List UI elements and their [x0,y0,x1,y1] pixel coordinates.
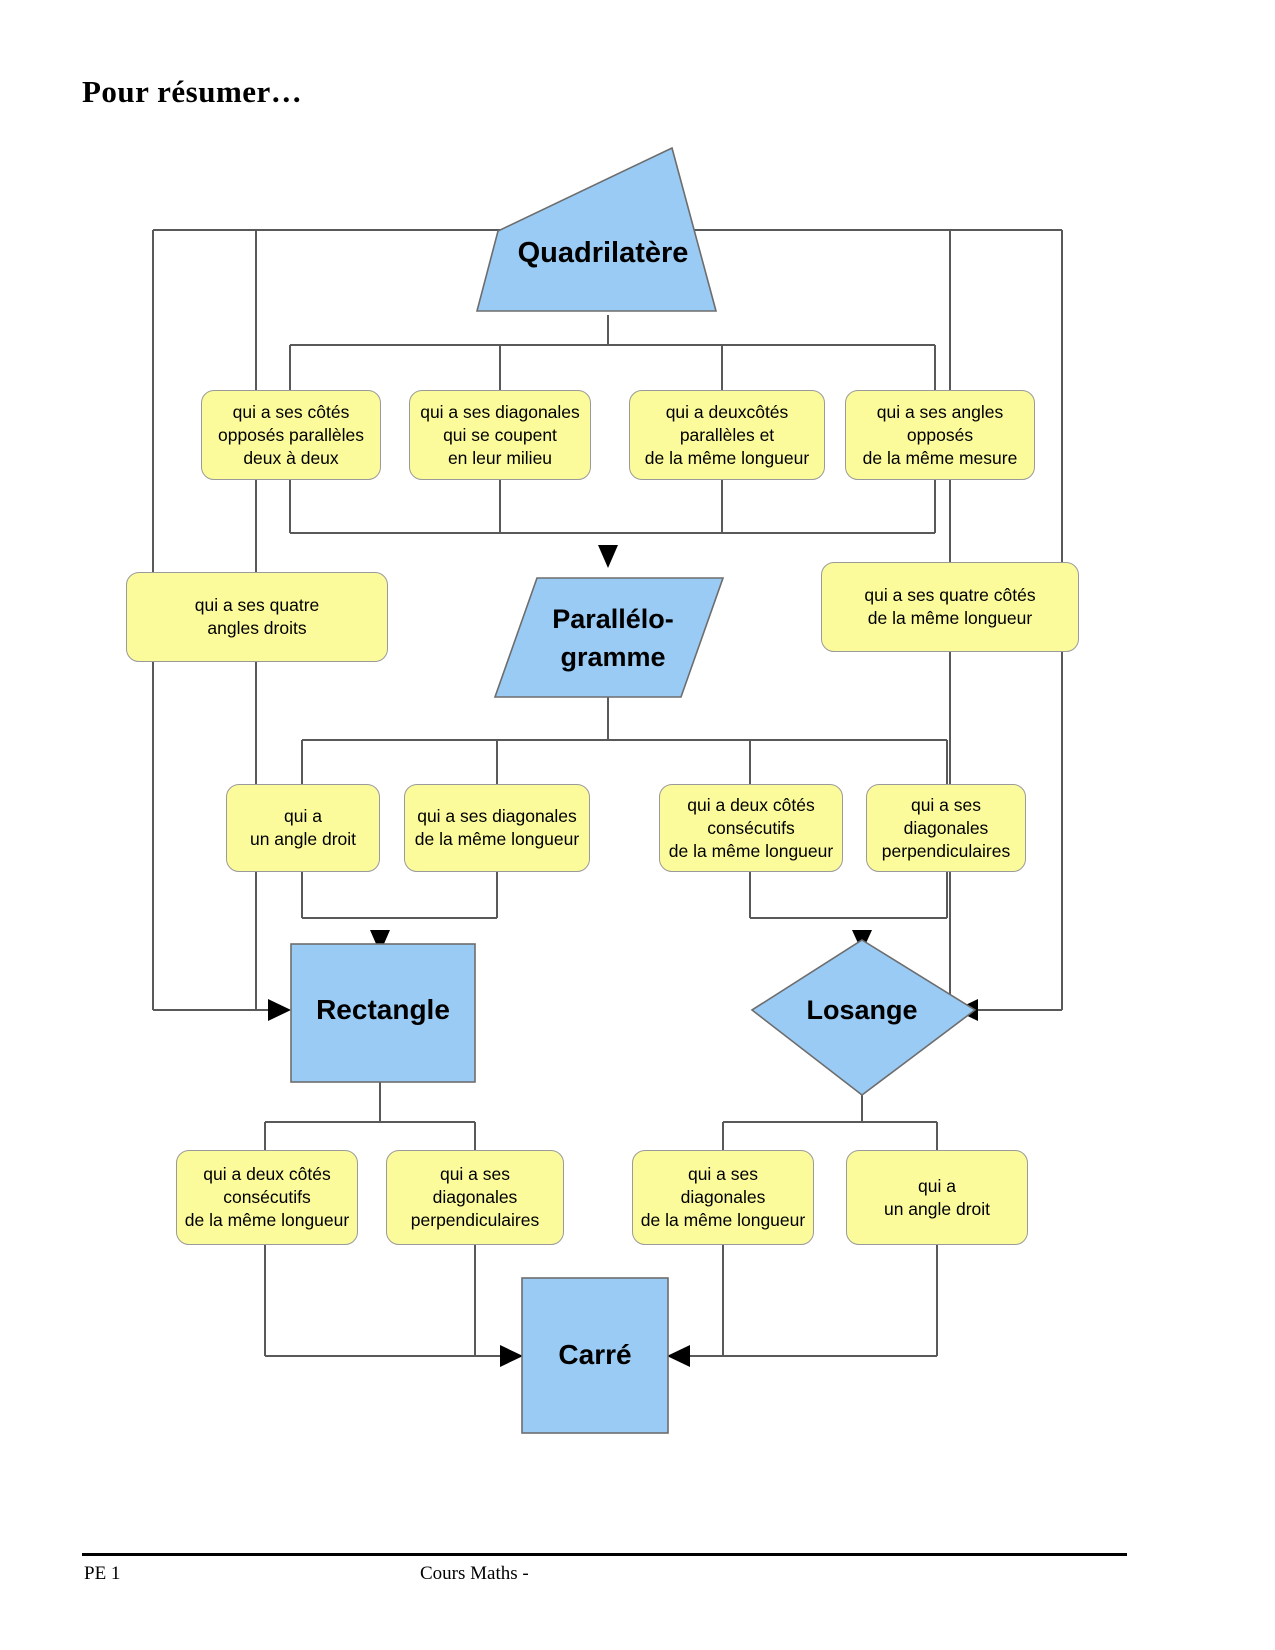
condition-box-quad-para-3: qui a deuxcôtés parallèles et de la même… [629,390,825,480]
condition-line: de la même longueur [668,840,834,861]
condition-line: perpendiculaires [410,1210,540,1230]
condition-line: perpendiculaires [881,840,1011,861]
condition-box-para-losange-1: qui a deux côtés consécutifs de la même … [659,784,843,872]
condition-line: de la même longueur [184,1210,350,1230]
condition-box-para-losange-2: qui a ses diagonales perpendiculaires [866,784,1026,872]
condition-line: opposés [906,424,974,445]
condition-line: deux à deux [243,447,339,468]
page-title: Pour résumer… [82,74,303,109]
condition-box-quad-losange: qui a ses quatre côtés de la même longue… [821,562,1079,652]
condition-line: de la même longueur [644,447,810,468]
condition-line: parallèles et [679,424,775,445]
condition-line: un angle droit [249,829,357,849]
condition-line: qui a deux côtés [687,794,815,815]
condition-line: qui se coupent [443,424,557,445]
condition-line: qui a ses [439,1164,511,1184]
condition-box-quad-para-1: qui a ses côtés opposés parallèles deux … [201,390,381,480]
condition-box-losange-carre-1: qui a ses diagonales de la même longueur [632,1150,814,1245]
condition-line: qui a [918,1175,956,1196]
shape-parallelogramme [493,577,725,698]
condition-line: de la même longueur [867,608,1033,628]
condition-box-rectangle-carre-2: qui a ses diagonales perpendiculaires [386,1150,564,1245]
condition-box-quad-para-2: qui a ses diagonales qui se coupent en l… [409,390,591,480]
condition-line: qui a ses quatre [194,595,320,615]
condition-line: de la même longueur [640,1210,806,1230]
condition-line: de la même longueur [414,829,580,849]
footer-page-number: PE 1 [84,1563,121,1584]
condition-box-para-rectangle-1: qui a un angle droit [226,784,380,872]
condition-line: qui a deux côtés [203,1164,331,1184]
condition-line: de la même mesure [862,447,1018,468]
shape-rectangle [290,943,476,1083]
condition-line: angles droits [207,618,307,638]
condition-line: consécutifs [223,1187,311,1207]
condition-line: diagonales [903,817,989,838]
footer-divider [82,1553,1127,1556]
condition-line: en leur milieu [447,447,553,468]
condition-line: diagonales [432,1187,518,1207]
condition-box-quad-para-4: qui a ses angles opposés de la même mesu… [845,390,1035,480]
condition-line: diagonales [680,1187,766,1207]
footer-course-label: Cours Maths - [420,1563,529,1584]
condition-box-para-rectangle-2: qui a ses diagonales de la même longueur [404,784,590,872]
shape-carre [521,1277,669,1434]
condition-line: qui a ses diagonales [420,401,580,422]
condition-line: qui a ses [910,794,982,815]
condition-line: qui a ses [687,1164,759,1184]
condition-line: qui a [284,806,322,826]
condition-line: qui a ses quatre côtés [864,585,1036,605]
condition-line: opposés parallèles [218,424,364,445]
condition-line: qui a ses diagonales [417,806,577,826]
shape-losange [750,939,977,1097]
shape-quadrilatere [475,146,718,312]
condition-box-rectangle-carre-1: qui a deux côtés consécutifs de la même … [176,1150,358,1245]
condition-box-quad-rectangle: qui a ses quatre angles droits [126,572,388,662]
condition-line: qui a ses côtés [232,401,350,422]
condition-line: qui a ses angles [876,401,1004,422]
condition-line: consécutifs [707,817,795,838]
condition-line: un angle droit [883,1198,991,1219]
condition-box-losange-carre-2: qui a un angle droit [846,1150,1028,1245]
condition-line: qui a deuxcôtés [665,401,789,422]
